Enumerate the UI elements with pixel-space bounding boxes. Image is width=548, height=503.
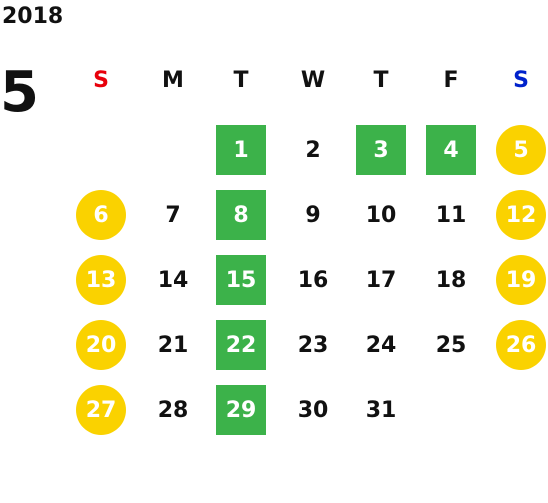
day-cell-closed: 4 <box>426 125 476 175</box>
day-cell: 30 <box>297 397 329 423</box>
day-cell-holiday: 27 <box>76 385 126 435</box>
day-cell: 16 <box>297 267 329 293</box>
weekday-label: M <box>162 68 184 93</box>
day-cell-closed: 22 <box>216 320 266 370</box>
day-cell: 24 <box>365 332 397 358</box>
day-cell: 9 <box>305 202 321 228</box>
day-cell-closed: 8 <box>216 190 266 240</box>
day-cell: 17 <box>365 267 397 293</box>
day-cell-closed: 15 <box>216 255 266 305</box>
day-cell: 31 <box>365 397 397 423</box>
day-cell: 23 <box>297 332 329 358</box>
day-cell: 10 <box>365 202 397 228</box>
day-cell: 21 <box>157 332 189 358</box>
day-cell-holiday: 26 <box>496 320 546 370</box>
weekday-label: T <box>233 68 249 93</box>
day-cell-holiday: 12 <box>496 190 546 240</box>
day-cell: 14 <box>157 267 189 293</box>
calendar-year: 2018 <box>2 4 64 29</box>
day-cell-holiday: 6 <box>76 190 126 240</box>
day-cell-holiday: 13 <box>76 255 126 305</box>
weekday-label: F <box>443 68 459 93</box>
day-cell-closed: 29 <box>216 385 266 435</box>
day-cell: 25 <box>435 332 467 358</box>
day-cell: 2 <box>305 137 321 163</box>
day-cell: 28 <box>157 397 189 423</box>
calendar-month: 5 <box>0 60 39 125</box>
day-cell: 18 <box>435 267 467 293</box>
day-cell-holiday: 5 <box>496 125 546 175</box>
day-cell-closed: 1 <box>216 125 266 175</box>
weekday-label: S <box>93 68 109 93</box>
day-cell: 11 <box>435 202 467 228</box>
weekday-label: T <box>373 68 389 93</box>
day-cell-closed: 3 <box>356 125 406 175</box>
weekday-label: S <box>513 68 529 93</box>
day-cell-holiday: 20 <box>76 320 126 370</box>
day-cell: 7 <box>165 202 181 228</box>
day-cell-holiday: 19 <box>496 255 546 305</box>
weekday-label: W <box>300 68 326 93</box>
